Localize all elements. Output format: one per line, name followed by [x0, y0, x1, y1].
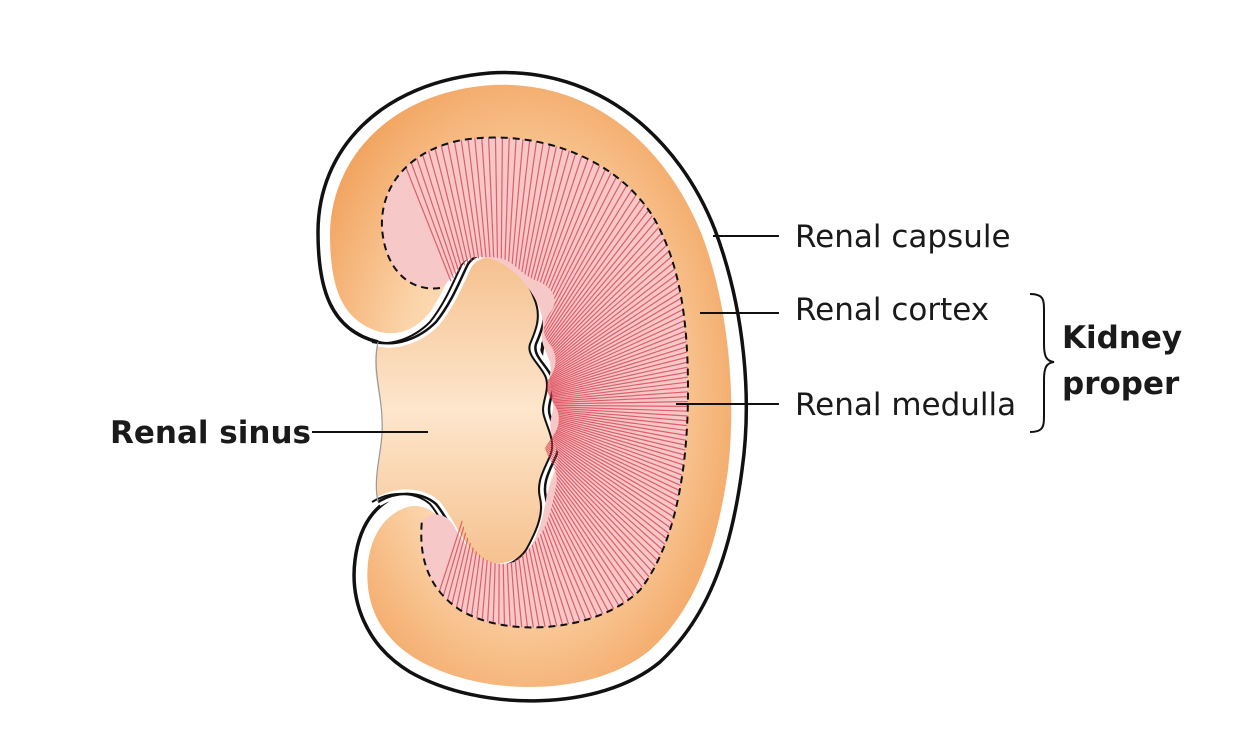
medulla-ray — [529, 431, 688, 625]
medulla-ray — [539, 339, 688, 398]
medulla-ray — [529, 188, 688, 380]
medulla-ray — [528, 431, 688, 628]
medulla-ray — [539, 411, 688, 467]
medulla-ray — [531, 208, 688, 382]
medulla-ray — [536, 266, 688, 389]
medulla-ray — [535, 259, 688, 388]
medulla-ray — [534, 424, 688, 570]
medulla-ray — [537, 418, 688, 525]
medulla-ray — [539, 404, 688, 408]
medulla-ray — [536, 274, 688, 390]
medulla-ray — [531, 428, 688, 606]
medulla-ray — [539, 405, 688, 417]
medulla-ray — [531, 201, 688, 381]
medulla-ray — [538, 314, 688, 395]
medulla-ray — [530, 429, 688, 612]
medulla-ray — [532, 427, 688, 599]
medulla-ray — [534, 236, 688, 386]
medulla-ray — [535, 251, 688, 388]
kidney-proper-bracket — [1029, 293, 1055, 433]
medulla-ray — [538, 414, 688, 492]
medulla-ray — [538, 413, 688, 484]
medulla-ray — [533, 425, 688, 578]
medulla-ray — [533, 229, 688, 385]
medulla-ray — [533, 426, 688, 585]
medulla-ray — [526, 434, 688, 628]
medulla-ray — [538, 306, 688, 394]
medulla-ray — [532, 215, 688, 383]
medulla-ray — [538, 412, 688, 476]
medulla-ray — [535, 421, 688, 548]
medulla-ray — [537, 417, 688, 517]
medulla-ray — [539, 407, 688, 434]
medulla-ray — [539, 389, 688, 404]
label-renal-medulla: Renal medulla — [795, 387, 1016, 423]
medulla-ray — [539, 347, 688, 399]
medulla-ray — [539, 372, 688, 402]
label-renal-capsule: Renal capsule — [795, 219, 1011, 255]
medulla-ray — [527, 433, 688, 628]
medulla-dashed-boundary — [380, 136, 690, 629]
medulla-ray — [537, 290, 688, 392]
label-kidney-proper-line1: Kidney — [1062, 320, 1182, 356]
medulla-ray — [532, 427, 688, 592]
medulla-ray — [536, 420, 688, 540]
medulla-ray — [528, 432, 688, 628]
medulla-ray — [528, 176, 688, 378]
medulla-ray — [535, 422, 688, 556]
label-renal-sinus: Renal sinus — [110, 415, 311, 451]
medulla-ray — [533, 222, 688, 384]
leader-lines — [312, 235, 779, 433]
medulla-ray — [537, 298, 688, 393]
sinus-left-edge — [375, 341, 383, 503]
medulla-ray — [539, 406, 688, 425]
medulla-ray — [539, 381, 688, 403]
sinus-fill — [374, 256, 558, 565]
medulla-ray — [529, 182, 688, 379]
label-renal-cortex: Renal cortex — [795, 292, 989, 328]
label-kidney-proper-line2: proper — [1062, 366, 1180, 402]
medulla-ray — [530, 430, 688, 619]
medulla-ray — [527, 170, 688, 378]
medulla-ray — [539, 356, 688, 400]
medulla-ray — [536, 282, 688, 391]
medulla-ray — [539, 398, 688, 405]
medulla-ray — [539, 408, 688, 442]
medulla-ray — [538, 322, 688, 396]
medulla-ray — [539, 364, 688, 401]
medulla-ray — [538, 415, 688, 500]
medulla-ray — [534, 244, 688, 387]
medulla-ray — [526, 164, 688, 377]
medulla-ray — [538, 331, 688, 397]
medulla-ray — [534, 423, 688, 563]
renal-medulla — [380, 136, 690, 629]
medulla-ray — [539, 410, 688, 459]
medulla-ray — [536, 419, 688, 532]
medulla-ray — [530, 195, 688, 381]
medulla-ray — [537, 416, 688, 509]
medulla-ray — [539, 409, 688, 451]
